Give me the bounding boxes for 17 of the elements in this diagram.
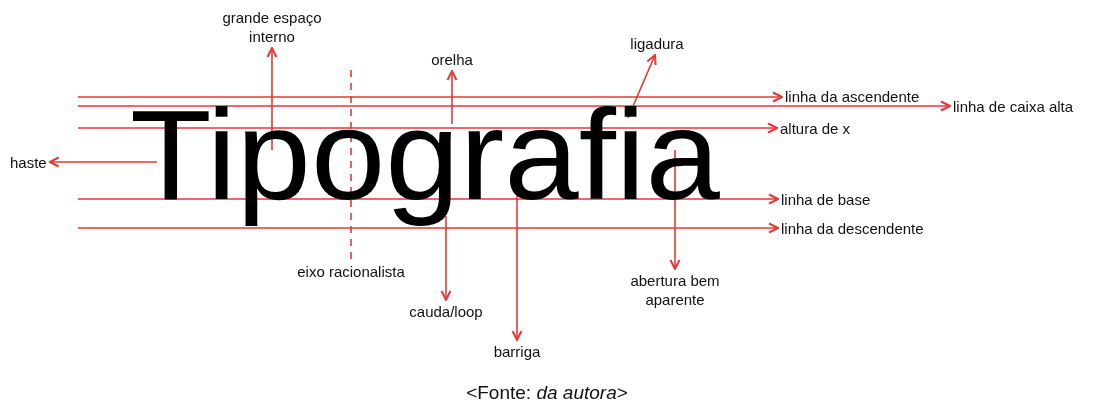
callout-label: abertura bem aparente — [619, 271, 731, 309]
leader-line — [48, 156, 158, 168]
callout-label: linha da descendente — [781, 219, 924, 238]
source-caption: <Fonte: da autora> — [466, 382, 628, 404]
callout-label: linha da ascendente — [785, 87, 920, 106]
callout-label: cauda/loop — [409, 302, 483, 321]
guide-line — [77, 222, 779, 234]
callout-label: haste — [10, 153, 47, 172]
leader-line — [440, 215, 452, 301]
callout-label: barriga — [493, 342, 541, 361]
callout-label: altura de x — [780, 119, 851, 138]
callout-label: grande espaço interno — [212, 8, 332, 46]
callout-label: eixo racionalista — [297, 262, 405, 281]
callout-label: orelha — [431, 50, 473, 69]
callout-label: linha de base — [781, 190, 871, 209]
callout-label: ligadura — [630, 34, 684, 53]
callout-label: linha de caixa alta — [953, 97, 1074, 116]
